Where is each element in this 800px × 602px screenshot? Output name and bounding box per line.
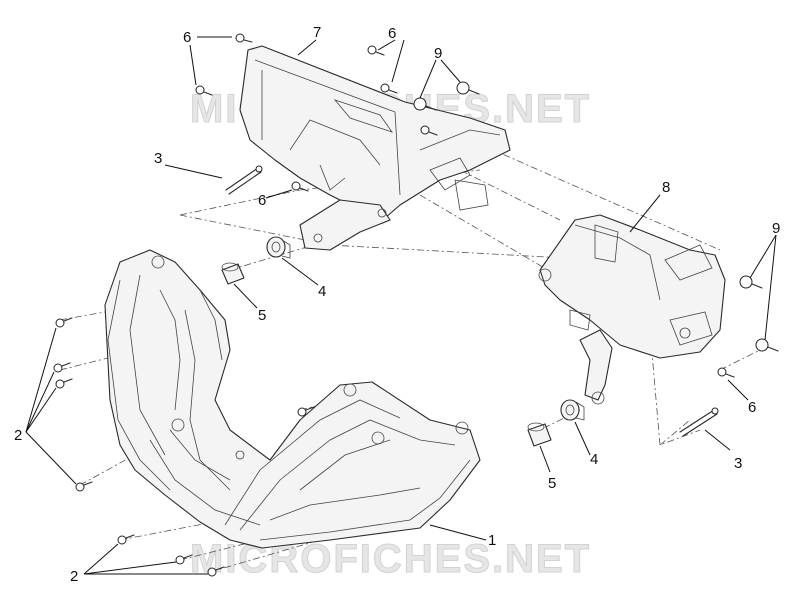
- screw-9[interactable]: [755, 338, 779, 352]
- screw-6[interactable]: [235, 33, 253, 43]
- pin-right[interactable]: [679, 407, 719, 437]
- callout-3: 3: [734, 455, 742, 472]
- screw-6[interactable]: [367, 45, 385, 56]
- screw-2[interactable]: [55, 317, 73, 328]
- screw-2[interactable]: [53, 362, 71, 373]
- screw-6[interactable]: [380, 83, 398, 94]
- pin-left[interactable]: [225, 165, 263, 195]
- screw-2[interactable]: [297, 406, 315, 417]
- screws: [53, 33, 779, 577]
- grommet-left[interactable]: [266, 236, 291, 259]
- callout-6: 6: [258, 192, 266, 209]
- callout-labels: 6 7 6 9 3 6 8 9 4 5 6 2 4 3 5 1 2: [14, 24, 780, 585]
- callout-4: 4: [590, 451, 598, 468]
- screw-6[interactable]: [291, 181, 309, 192]
- screw-9[interactable]: [456, 81, 480, 95]
- callout-9: 9: [434, 45, 442, 62]
- screw-2[interactable]: [175, 554, 193, 565]
- callout-6: 6: [388, 25, 396, 42]
- callout-1: 1: [488, 532, 496, 549]
- leader-lines: [25, 36, 777, 575]
- screw-6[interactable]: [420, 125, 438, 136]
- headlight-assembly[interactable]: [104, 249, 481, 549]
- callout-3: 3: [154, 150, 162, 167]
- callout-7: 7: [313, 24, 321, 41]
- callout-8: 8: [662, 179, 670, 196]
- callout-2: 2: [70, 568, 78, 585]
- screw-2[interactable]: [117, 534, 135, 545]
- spacer-left[interactable]: [221, 262, 245, 285]
- screw-2[interactable]: [55, 378, 73, 389]
- callout-9: 9: [772, 220, 780, 237]
- spacer-right[interactable]: [527, 422, 552, 447]
- screw-6[interactable]: [195, 85, 213, 96]
- instrument-bracket[interactable]: [538, 214, 726, 405]
- screw-9[interactable]: [739, 275, 763, 289]
- grommet-right[interactable]: [560, 399, 585, 421]
- callout-6: 6: [183, 29, 191, 46]
- callout-5: 5: [258, 307, 266, 324]
- callout-2: 2: [14, 427, 22, 444]
- screw-2[interactable]: [75, 481, 93, 492]
- screw-6[interactable]: [717, 367, 735, 378]
- headlight-support-bracket[interactable]: [239, 45, 511, 251]
- callout-4: 4: [318, 283, 326, 300]
- screw-2[interactable]: [207, 566, 225, 577]
- callout-5: 5: [548, 475, 556, 492]
- callout-6: 6: [748, 399, 756, 416]
